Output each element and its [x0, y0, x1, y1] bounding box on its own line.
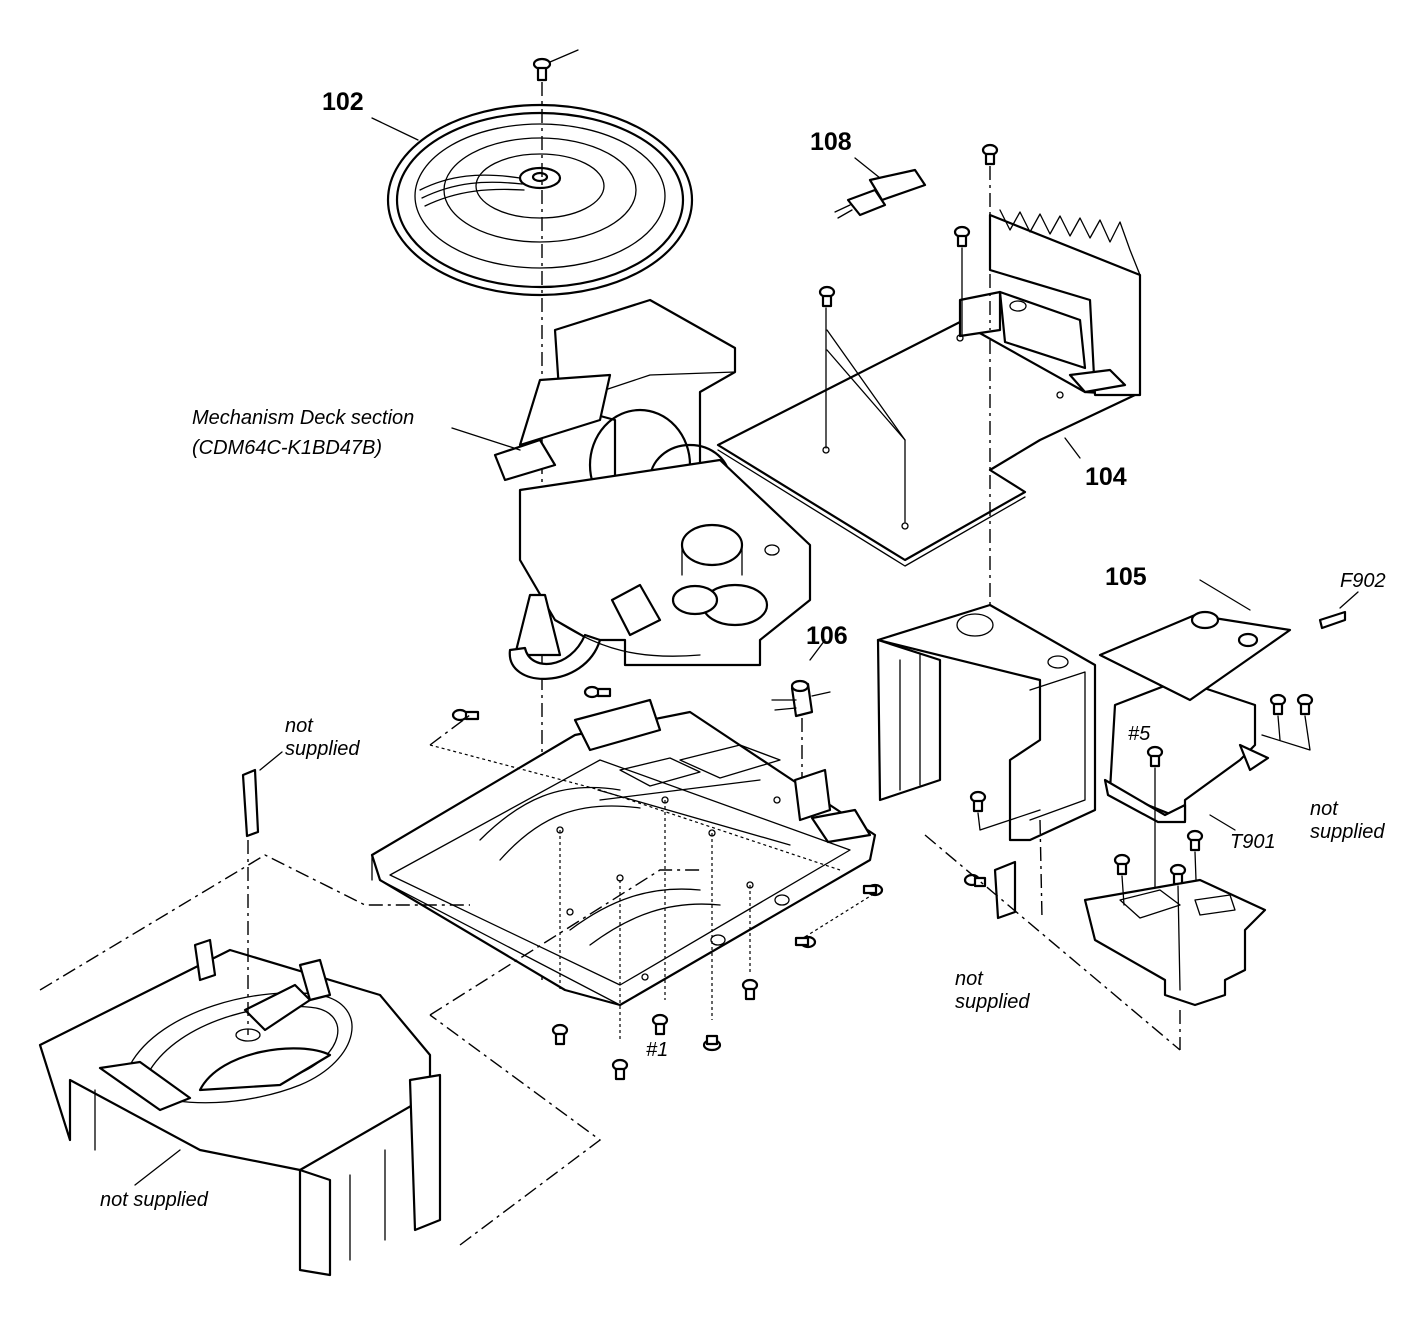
fuse-f902: [1318, 610, 1347, 630]
transformer: [1098, 610, 1292, 824]
connector-106: [771, 679, 831, 718]
screw-icon: [963, 693, 1314, 888]
switch-component: [834, 168, 927, 219]
main-chassis: [370, 698, 877, 1007]
metal-bracket: [876, 603, 1097, 842]
mechanism-deck-model: (CDM64C-K1BD47B): [192, 437, 382, 459]
screw-icon: [818, 143, 999, 308]
not-supplied-label: not: [285, 715, 314, 737]
screw-label-1: #1: [646, 1039, 668, 1061]
mechanism-deck-label: Mechanism Deck section: [192, 407, 414, 429]
part-label-106: 106: [806, 622, 848, 650]
part-label-102: 102: [322, 88, 364, 116]
not-supplied-label: supplied: [1310, 821, 1385, 843]
screw-icon: [532, 49, 579, 82]
disc-tray: [38, 938, 442, 1277]
circuit-board: [716, 209, 1142, 567]
part-label-f902: F902: [1340, 570, 1386, 592]
screw-label-5: #5: [1128, 723, 1151, 745]
small-clip: [241, 768, 260, 838]
not-supplied-label: not: [955, 968, 984, 990]
not-supplied-label: not: [1310, 798, 1339, 820]
screw-icon: [451, 685, 884, 1081]
part-label-104: 104: [1085, 463, 1127, 491]
turntable-disc: [386, 103, 694, 297]
part-label-t901: T901: [1230, 831, 1276, 853]
part-label-108: 108: [810, 128, 852, 156]
part-label-105: 105: [1105, 563, 1147, 591]
small-bracket: [993, 860, 1017, 920]
mechanism-deck: [493, 298, 812, 680]
mounting-plate: [1083, 878, 1267, 1007]
not-supplied-label: not supplied: [100, 1189, 209, 1211]
not-supplied-label: supplied: [285, 738, 360, 760]
not-supplied-label: supplied: [955, 991, 1030, 1013]
